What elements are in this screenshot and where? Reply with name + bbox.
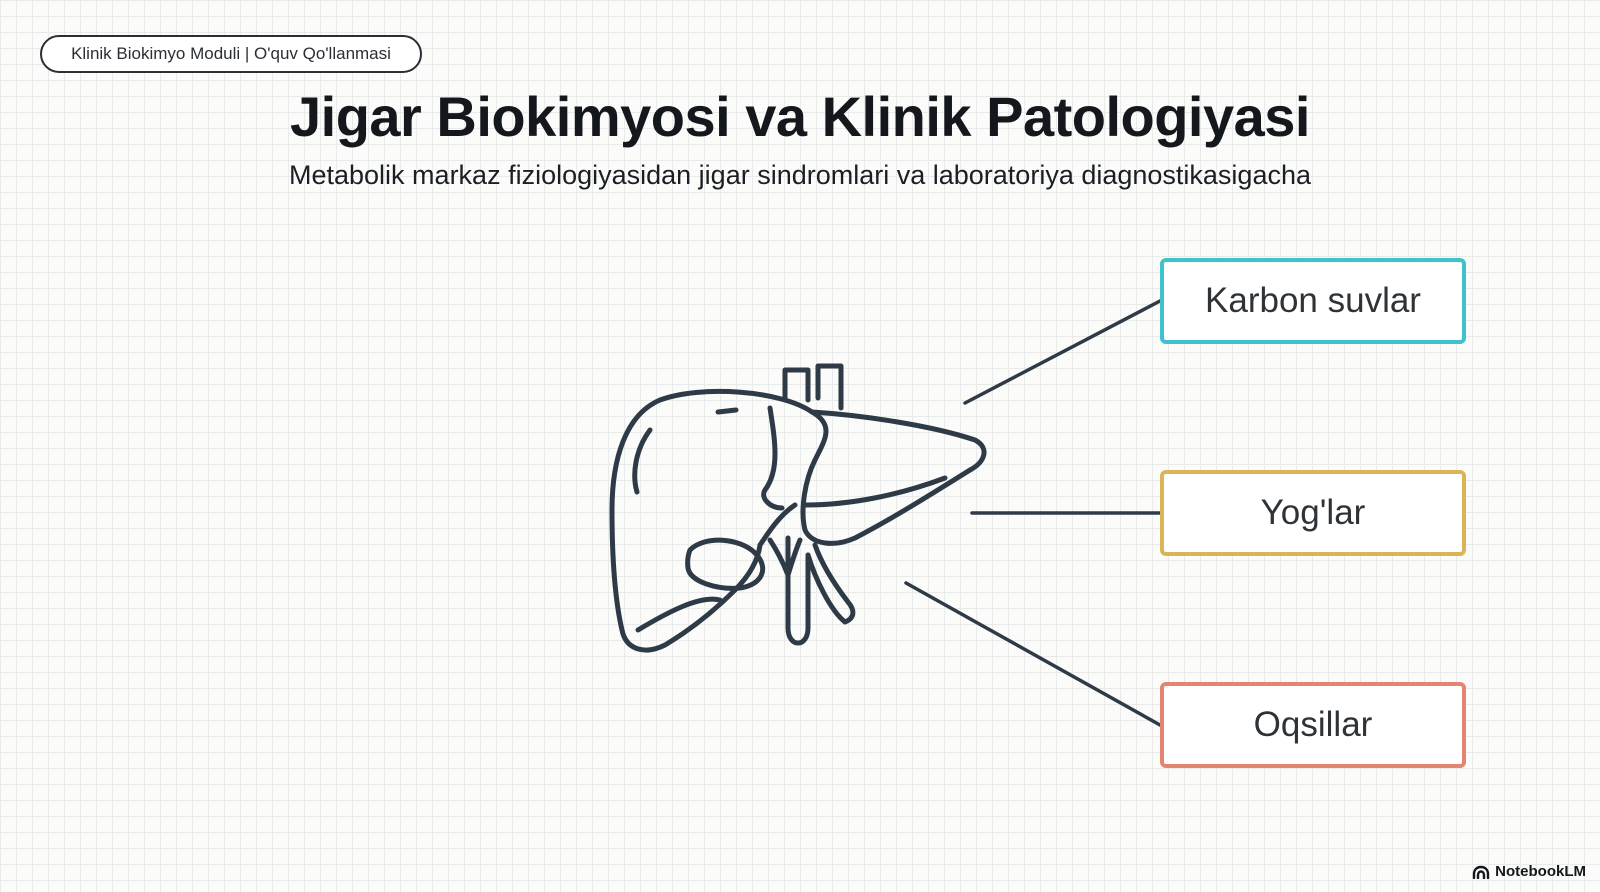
page-subtitle: Metabolik markaz fiziologiyasidan jigar … (289, 160, 1311, 190)
liver-icon (609, 363, 987, 653)
connector-proteins (904, 581, 1162, 727)
node-fats: Yog'lar (1160, 470, 1466, 556)
brand-watermark: NotebookLM (1472, 863, 1586, 880)
brand-label: NotebookLM (1495, 863, 1586, 880)
module-badge: Klinik Biokimyo Moduli | O'quv Qo'llanma… (40, 35, 422, 73)
connector-carbs (963, 299, 1162, 405)
notebooklm-logo-icon (1472, 865, 1490, 879)
page-title: Jigar Biokimyosi va Klinik Patologiyasi (290, 85, 1310, 148)
node-carbohydrates: Karbon suvlar (1160, 258, 1466, 344)
node-proteins: Oqsillar (1160, 682, 1466, 768)
connector-lines (904, 299, 1162, 727)
